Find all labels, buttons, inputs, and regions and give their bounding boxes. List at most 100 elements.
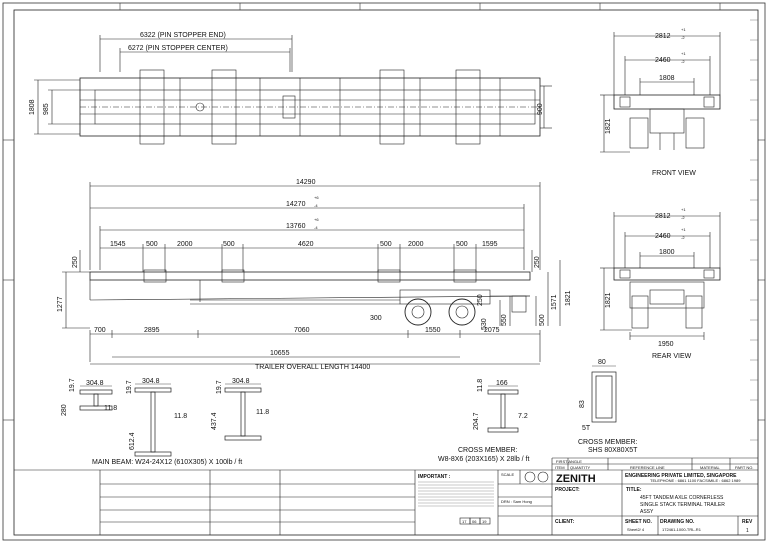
beam2-depth: 612.4: [129, 432, 136, 450]
side-dim-300: 300: [370, 315, 382, 322]
side-dim-530: 530: [481, 318, 488, 330]
rear-tol-2812-minus: -2: [681, 215, 685, 220]
side-top-seg-9: 1595: [482, 241, 498, 248]
company-short: ZENITH: [556, 473, 596, 485]
front-view-label: FRONT VIEW: [652, 170, 696, 177]
inner-border: [13, 9, 759, 536]
side-top-seg-3: 2000: [177, 241, 193, 248]
front-dim-1808: 1808: [659, 75, 675, 82]
project-label: PROJECT:: [555, 487, 580, 493]
front-dim-2460: 2460: [655, 57, 671, 64]
side-dim-1821: 1821: [565, 290, 572, 306]
shs-width: 80: [598, 359, 606, 366]
shs-thick: 5T: [582, 425, 591, 432]
side-dim-250-b: 250: [477, 294, 484, 306]
beam3-web: 11.8: [256, 409, 269, 416]
side-dim-right-250: 250: [534, 256, 541, 268]
part-label: PART NO.: [735, 465, 753, 470]
dim-pin-stopper-center: 6272 (PIN STOPPER CENTER): [128, 45, 228, 52]
side-tol-13760-plus: +6: [314, 217, 319, 222]
dim-top-left-inner: 985: [43, 103, 50, 115]
side-dim-1277: 1277: [57, 296, 64, 312]
side-dim-left-250: 250: [72, 256, 79, 268]
beam1-web: 11.8: [104, 405, 117, 412]
beam3-depth: 437.4: [211, 412, 218, 430]
side-tol-14270-minus: -4: [314, 203, 318, 208]
side-dim-1571: 1571: [551, 294, 558, 310]
shs-label-2: SHS 80X80X5T: [588, 447, 638, 454]
dim-top-right: 900: [537, 103, 544, 115]
side-top-seg-2: 500: [146, 241, 158, 248]
side-top-seg-5: 4620: [298, 241, 314, 248]
title-block-lines: [14, 457, 758, 535]
front-dim-1821: 1821: [605, 118, 612, 134]
cm-web: 7.2: [518, 413, 528, 420]
ref-label: REFERENCE LINE: [630, 465, 665, 470]
beam3-flange: 19.7: [216, 380, 223, 394]
front-view: [600, 32, 721, 153]
title-line3: ASSY: [640, 509, 654, 515]
mat-label: MATERIAL: [700, 465, 720, 470]
beam2-width: 304.8: [142, 378, 160, 385]
side-top-seg-7: 2000: [408, 241, 424, 248]
item-label: ITEM: [555, 465, 565, 470]
side-dim-500: 500: [539, 314, 546, 326]
front-tol-2460-minus: -2: [681, 59, 685, 64]
rear-tol-2460-minus: -2: [681, 235, 685, 240]
front-tol-2460-plus: +1: [681, 51, 686, 56]
qty-label: QUANTITY: [570, 465, 591, 470]
important-title: IMPORTANT :: [418, 474, 451, 480]
beam1-flange: 19.7: [69, 378, 76, 392]
cm-width: 166: [496, 380, 508, 387]
company-contact: TELEPHONE : 6861 1100 FACSIMILE : 6862 1…: [650, 478, 741, 483]
rev-label: REV: [742, 519, 753, 525]
side-tol-13760-minus: -4: [314, 225, 318, 230]
cross-member-label-1: CROSS MEMBER:: [458, 447, 518, 454]
frame-ticks: [3, 3, 765, 421]
main-beam-label: MAIN BEAM: W24-24X12 (610X305) X 100lb /…: [92, 459, 242, 466]
drawing-no: 172461-1000-TRL-R1: [662, 527, 702, 532]
important-notes-lines: [418, 481, 494, 507]
rear-dim-1821: 1821: [605, 292, 612, 308]
cm-depth: 204.7: [473, 412, 480, 430]
side-bottom-seg-4: 1550: [425, 327, 441, 334]
rear-view: [600, 212, 721, 340]
shs-label-1: CROSS MEMBER:: [578, 439, 638, 446]
side-dim-13760: 13760: [286, 223, 306, 230]
beam2-flange: 19.7: [126, 380, 133, 394]
side-tol-14270-plus: +6: [314, 195, 319, 200]
dim-pin-stopper-end: 6322 (PIN STOPPER END): [140, 32, 226, 39]
dim-top-left-outer: 1808: [29, 99, 36, 115]
beam1-width: 304.8: [86, 380, 104, 387]
side-dim-10655: 10655: [270, 350, 290, 357]
date-box-2: 06: [472, 519, 477, 524]
side-overall-length: TRAILER OVERALL LENGTH 14400: [255, 364, 370, 371]
date-box-1: 17: [462, 519, 467, 524]
rear-dim-1950: 1950: [658, 341, 674, 348]
drawn-label: DRN : Sam Hong: [501, 499, 532, 504]
side-bottom-seg-2: 2895: [144, 327, 160, 334]
side-view: [62, 182, 561, 365]
side-top-seg-1: 1545: [110, 241, 126, 248]
cm-flange: 11.8: [477, 379, 484, 392]
scale-label: SCALE: [501, 472, 514, 477]
rev-value: 1: [746, 528, 749, 534]
front-dim-2812: 2812: [655, 33, 671, 40]
rear-dim-2812: 2812: [655, 213, 671, 220]
right-scale-ticks: [750, 19, 758, 441]
rear-view-label: REAR VIEW: [652, 353, 692, 360]
top-view: [34, 35, 552, 145]
side-bottom-seg-5: 2075: [484, 327, 500, 334]
title-label: TITLE:: [626, 487, 642, 493]
beam1-left: 280: [61, 404, 68, 416]
rear-dim-2460: 2460: [655, 233, 671, 240]
side-dim-14270: 14270: [286, 201, 306, 208]
side-bottom-seg-1: 700: [94, 327, 106, 334]
beam3-width: 304.8: [232, 378, 250, 385]
side-dim-550: 550: [501, 314, 508, 326]
drawing-no-label: DRAWING NO.: [660, 519, 695, 525]
section-profiles: [79, 365, 617, 457]
front-tol-2812-minus: -2: [681, 35, 685, 40]
front-tol-2812-plus: +1: [681, 27, 686, 32]
